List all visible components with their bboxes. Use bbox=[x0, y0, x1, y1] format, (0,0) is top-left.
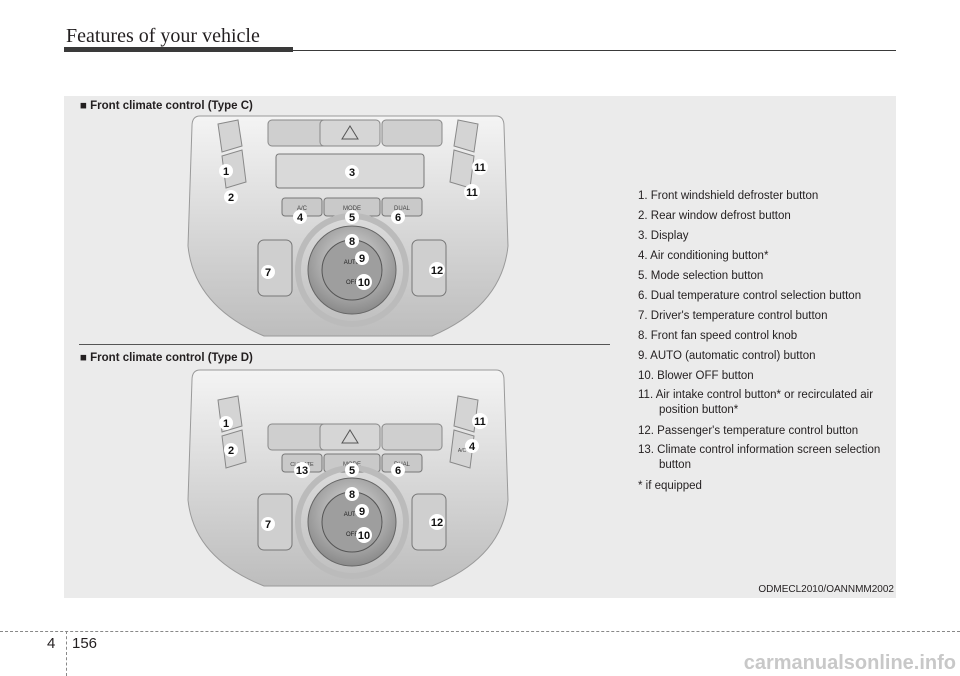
mode-button-label: MODE bbox=[343, 206, 361, 212]
section-divider bbox=[79, 344, 610, 345]
top-button-right bbox=[381, 423, 443, 451]
legend-item: 9. AUTO (automatic control) button bbox=[638, 350, 816, 362]
top-button-left bbox=[267, 423, 329, 451]
callout-9: 9 bbox=[359, 253, 365, 265]
callout-6: 6 bbox=[395, 212, 401, 224]
knob-center bbox=[321, 239, 383, 301]
legend-item: 10. Blower OFF button bbox=[638, 370, 754, 382]
callout-10: 10 bbox=[358, 530, 370, 542]
legend-item: 13. Climate control information screen s… bbox=[638, 444, 881, 471]
air-intake-button bbox=[453, 395, 479, 433]
legend-item: 1. Front windshield defroster button bbox=[638, 190, 819, 202]
legend-item: 11. Air intake control button* or recirc… bbox=[638, 389, 874, 416]
callout-7: 7 bbox=[265, 519, 271, 531]
legend-item: 3. Display bbox=[638, 230, 689, 242]
legend-item: 7. Driver's temperature control button bbox=[638, 310, 828, 322]
callout-7: 7 bbox=[265, 267, 271, 279]
callout-legend: 1. Front windshield defroster button 2. … bbox=[638, 186, 894, 496]
callout-4: 4 bbox=[469, 441, 476, 453]
callout-1: 1 bbox=[223, 418, 229, 430]
callout-2: 2 bbox=[228, 192, 234, 204]
dual-button-label: DUAL bbox=[394, 206, 411, 212]
hazard-button bbox=[319, 423, 381, 451]
air-intake-button-upper bbox=[453, 119, 479, 153]
legend-footnote: * if equipped bbox=[638, 480, 702, 492]
hazard-icon bbox=[341, 125, 359, 140]
climate-control-type-d-illustration: A/C CLIMATE MODE DUAL AUTO OFF 1 2 13 5 … bbox=[187, 369, 509, 587]
auto-button-label: AUTO bbox=[344, 260, 361, 266]
ac-button bbox=[449, 429, 475, 469]
callout-11-lower: 11 bbox=[466, 187, 478, 199]
page-header-title: Features of your vehicle bbox=[66, 25, 260, 47]
section-title-type-d: ■ Front climate control (Type D) bbox=[80, 352, 253, 364]
header-rule-thick bbox=[64, 47, 293, 52]
callout-8: 8 bbox=[349, 236, 355, 248]
legend-item: 12. Passenger's temperature control butt… bbox=[638, 425, 859, 437]
callout-10: 10 bbox=[358, 277, 370, 289]
callout-3: 3 bbox=[349, 167, 355, 179]
hazard-icon bbox=[341, 429, 359, 444]
hazard-button bbox=[319, 119, 381, 147]
callout-1: 1 bbox=[223, 166, 229, 178]
callout-11-upper: 11 bbox=[474, 162, 486, 174]
passenger-temp-button bbox=[411, 239, 447, 297]
ac-button-label: A/C bbox=[458, 448, 467, 454]
callout-2: 2 bbox=[228, 445, 234, 457]
legend-item: 2. Rear window defrost button bbox=[638, 210, 791, 222]
callout-13: 13 bbox=[296, 465, 308, 477]
climate-control-type-c-illustration: A/C MODE DUAL AUTO OFF 1 2 3 4 5 6 7 8 9… bbox=[187, 115, 509, 337]
callout-5: 5 bbox=[349, 212, 355, 224]
header-rule-thin bbox=[293, 50, 896, 51]
driver-temp-button bbox=[257, 239, 293, 297]
watermark-text: carmanualsonline.info bbox=[743, 652, 956, 674]
callout-11: 11 bbox=[474, 416, 486, 428]
callout-6: 6 bbox=[395, 465, 401, 477]
ac-button-label: A/C bbox=[297, 206, 308, 212]
off-button-label: OFF bbox=[346, 532, 358, 538]
auto-button-label: AUTO bbox=[344, 512, 361, 518]
callout-12: 12 bbox=[431, 517, 443, 529]
front-defrost-button bbox=[217, 119, 243, 153]
image-reference-code: ODMECL2010/OANNMM2002 bbox=[758, 584, 894, 595]
callout-9: 9 bbox=[359, 506, 365, 518]
air-intake-button-lower bbox=[449, 149, 475, 189]
top-button-left bbox=[267, 119, 329, 147]
footer-dashed-separator bbox=[66, 631, 67, 676]
off-button-label: OFF bbox=[346, 280, 358, 286]
callout-8: 8 bbox=[349, 489, 355, 501]
legend-item: 8. Front fan speed control knob bbox=[638, 330, 798, 342]
legend-item: 6. Dual temperature control selection bu… bbox=[638, 290, 862, 302]
legend-item: 4. Air conditioning button* bbox=[638, 250, 769, 262]
footer-dashed-rule bbox=[0, 631, 960, 632]
top-button-right bbox=[381, 119, 443, 147]
section-title-type-c: ■ Front climate control (Type C) bbox=[80, 100, 253, 112]
callout-4: 4 bbox=[297, 212, 304, 224]
page-number: 156 bbox=[72, 635, 98, 652]
callout-12: 12 bbox=[431, 265, 443, 277]
driver-temp-button bbox=[257, 493, 293, 551]
callout-5: 5 bbox=[349, 465, 355, 477]
chapter-number: 4 bbox=[47, 635, 56, 652]
legend-item: 5. Mode selection button bbox=[638, 270, 764, 282]
